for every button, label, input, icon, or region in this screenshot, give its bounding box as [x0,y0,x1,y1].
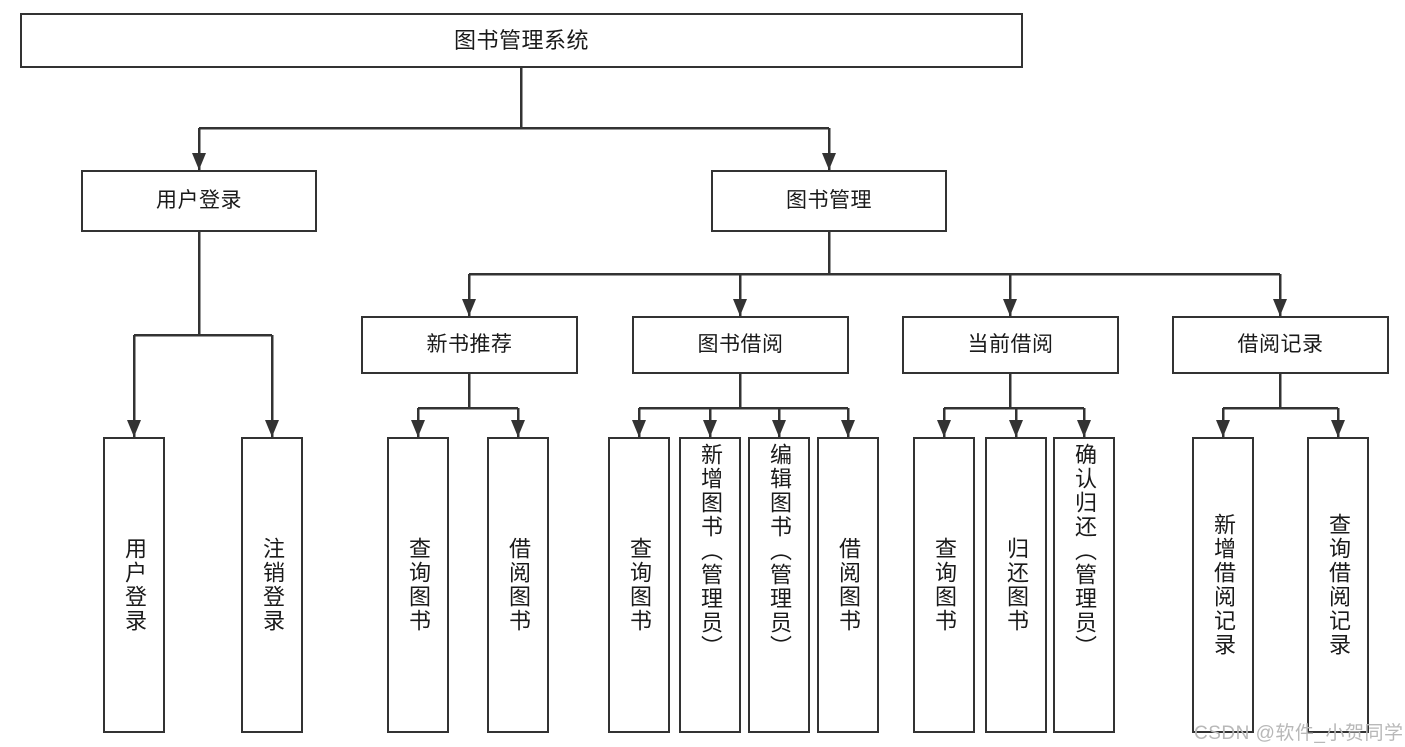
node-borrow-record[interactable]: 借阅记录 [1172,316,1389,374]
node-current-borrow[interactable]: 当前借阅 [902,316,1119,374]
node-book-manage-label: 图书管理 [786,188,872,212]
node-root[interactable]: 图书管理系统 [20,13,1023,68]
node-borrow-record-label: 借阅记录 [1237,332,1324,356]
csdn-watermark: CSDN @软件_小贺同学 [1194,723,1404,744]
leaf-query-book-1-label: 查询图书 [406,537,431,633]
node-new-book-rec-label: 新书推荐 [426,332,513,356]
leaf-return-book[interactable]: 归还图书 [985,437,1047,733]
leaf-edit-book-label: 编辑图书（管理员） [767,443,792,659]
node-current-borrow-label: 当前借阅 [967,332,1054,356]
leaf-add-book[interactable]: 新增图书（管理员） [679,437,741,733]
leaf-query-book-2[interactable]: 查询图书 [608,437,670,733]
leaf-add-book-label: 新增图书（管理员） [698,443,723,659]
leaf-borrow-book-2-label: 借阅图书 [836,537,861,633]
leaf-user-login[interactable]: 用户登录 [103,437,165,733]
node-book-borrow-label: 图书借阅 [697,332,784,356]
leaf-return-book-label: 归还图书 [1004,537,1029,633]
leaf-query-book-2-label: 查询图书 [627,537,652,633]
node-root-label: 图书管理系统 [453,27,589,53]
node-book-manage[interactable]: 图书管理 [711,170,947,232]
leaf-add-record-label: 新增借阅记录 [1211,513,1236,657]
leaf-confirm-return[interactable]: 确认归还（管理员） [1053,437,1115,733]
leaf-query-book-3-label: 查询图书 [932,537,957,633]
leaf-borrow-book-1-label: 借阅图书 [506,537,531,633]
node-user-login-label: 用户登录 [156,188,242,212]
leaf-query-book-1[interactable]: 查询图书 [387,437,449,733]
node-book-borrow[interactable]: 图书借阅 [632,316,849,374]
leaf-confirm-return-label: 确认归还（管理员） [1072,443,1097,659]
leaf-user-login-label: 用户登录 [122,537,147,633]
leaf-edit-book[interactable]: 编辑图书（管理员） [748,437,810,733]
node-user-login[interactable]: 用户登录 [81,170,317,232]
leaf-query-book-3[interactable]: 查询图书 [913,437,975,733]
leaf-logout-label: 注销登录 [260,537,285,633]
leaf-query-record[interactable]: 查询借阅记录 [1307,437,1369,733]
leaf-query-record-label: 查询借阅记录 [1326,513,1351,657]
leaf-add-record[interactable]: 新增借阅记录 [1192,437,1254,733]
leaf-borrow-book-2[interactable]: 借阅图书 [817,437,879,733]
leaf-borrow-book-1[interactable]: 借阅图书 [487,437,549,733]
leaf-logout[interactable]: 注销登录 [241,437,303,733]
node-new-book-rec[interactable]: 新书推荐 [361,316,578,374]
